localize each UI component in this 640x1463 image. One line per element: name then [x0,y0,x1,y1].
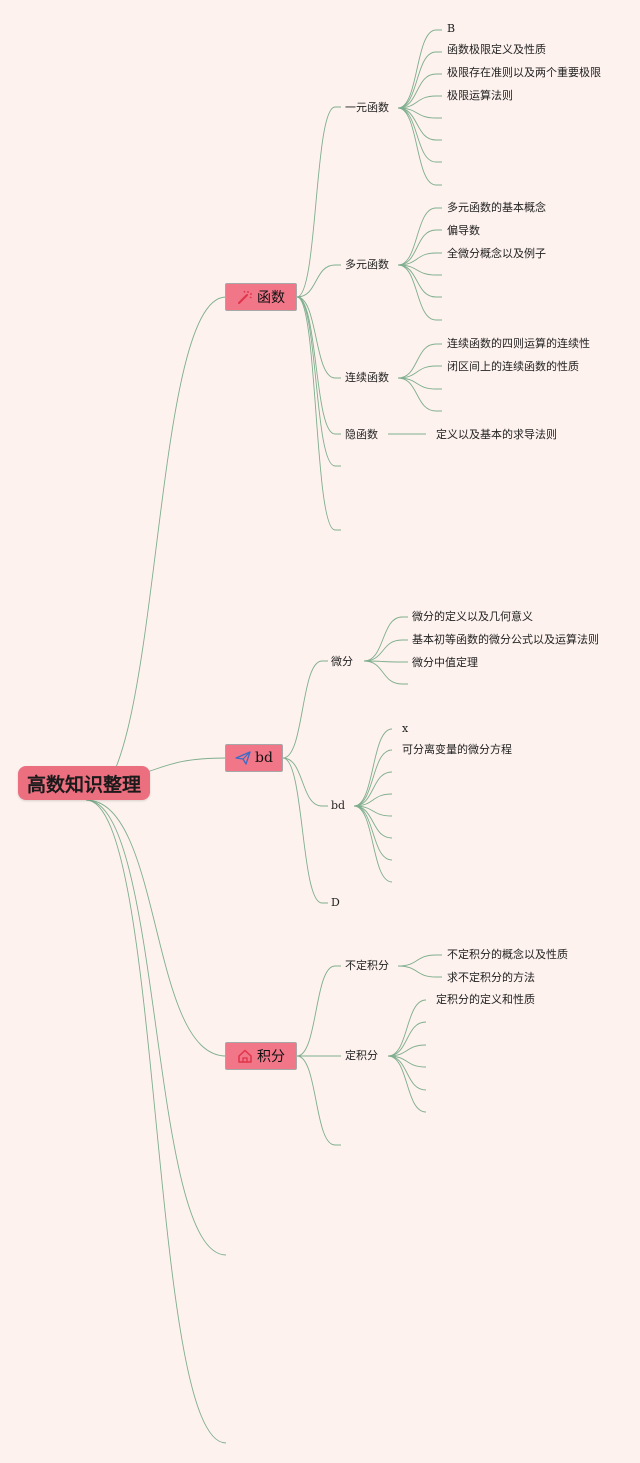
leaf-item[interactable]: 函数极限定义及性质 [447,43,546,56]
connector-curve [397,264,442,298]
leaf-item[interactable]: 极限运算法则 [447,89,513,102]
leaf-item[interactable]: 微分的定义以及几何意义 [412,610,533,623]
connector-curve [85,799,227,1444]
leaf-item[interactable]: 可分离变量的微分方程 [402,743,512,756]
subtopic-weifen[interactable]: 微分 [331,655,353,668]
leaf-item[interactable]: 求不定积分的方法 [447,971,535,984]
subtopic-budingjifen[interactable]: 不定积分 [345,959,389,972]
connector-curve [85,799,227,1057]
connector-curve [397,954,442,967]
leaf-item[interactable]: 极限存在准则以及两个重要极限 [447,66,601,79]
subtopic-yin[interactable]: 隐函数 [345,428,378,441]
leaf-item[interactable]: 微分中值定理 [412,656,478,669]
connector-curve [397,965,442,978]
connector-curve [353,771,393,807]
connector-curve [353,749,393,807]
leaf-item[interactable]: 定义以及基本的求导法则 [436,428,557,441]
connector-curve [296,1055,341,1146]
connector-curve [296,106,341,298]
connector-curve [363,660,408,663]
branch-label: 积分 [257,1049,285,1065]
leaf-item[interactable]: 偏导数 [447,224,480,237]
leaf-item[interactable]: 连续函数的四则运算的连续性 [447,337,590,350]
subtopic-bd[interactable]: bd [331,799,346,812]
connector-curve [296,296,341,467]
connector-curve [397,264,442,276]
connector-curve [363,660,408,685]
paper-plane-icon [235,751,251,765]
connector-curve [353,728,393,807]
connector-curve [296,965,341,1057]
connector-curve [397,207,442,266]
branch-label: bd [255,750,273,766]
connector-curve [296,296,341,531]
leaf-item[interactable]: 基本初等函数的微分公式以及运算法则 [412,633,599,646]
connector-curve [397,51,442,109]
leaf-item[interactable]: 全微分概念以及例子 [447,247,546,260]
connector-curve [397,107,442,141]
connector-curve [353,793,393,807]
connector-curve [397,365,442,379]
connector-curve [397,29,442,109]
leaf-item[interactable]: B [447,22,456,35]
connector-curve [387,1021,427,1057]
connector-curve [387,999,427,1057]
subtopic-dingjifen[interactable]: 定积分 [345,1049,378,1062]
subtopic-d[interactable]: D [331,896,340,909]
connector-curve [397,107,442,186]
subtopic-duoyuan[interactable]: 多元函数 [345,258,389,271]
connector-curve [397,377,442,412]
connector-curve [397,229,442,266]
connector-curve [397,95,442,109]
connector-curve [353,805,393,883]
connector-curve [397,107,442,119]
connector-curve [397,252,442,266]
branch-label: 函数 [257,290,285,306]
branch-bd[interactable]: bd [225,744,283,772]
subtopic-lianxu[interactable]: 连续函数 [345,371,389,384]
connector-curve [397,73,442,109]
connector-curve [296,296,341,435]
connector-curve [397,343,442,379]
connector-curve [397,264,442,321]
connector-curve [397,377,442,390]
connector-curve [363,616,408,662]
connector-curve [282,660,328,759]
root-topic[interactable]: 高数知识整理 [18,766,150,800]
leaf-item[interactable]: 多元函数的基本概念 [447,201,546,214]
connector-curve [85,799,227,1256]
connector-curve [282,757,328,807]
magic-wand-icon [238,290,252,304]
connector-curve [387,1044,427,1057]
connector-curve [387,1055,427,1113]
subtopic-yiyuan[interactable]: 一元函数 [345,101,389,114]
leaf-item[interactable]: 闭区间上的连续函数的性质 [447,360,579,373]
leaf-item[interactable]: 不定积分的概念以及性质 [447,948,568,961]
connector-curve [296,296,341,379]
home-icon [238,1049,252,1063]
leaf-item[interactable]: 定积分的定义和性质 [436,993,535,1006]
connector-curve [296,264,341,298]
connector-curve [85,296,227,801]
leaf-item[interactable]: x [402,722,409,735]
branch-jifen[interactable]: 积分 [225,1042,297,1070]
connector-curve [397,107,442,163]
connector-curve [353,805,393,861]
connector-curve [363,639,408,662]
connector-curve [282,757,328,904]
branch-hanshu[interactable]: 函数 [225,283,297,311]
